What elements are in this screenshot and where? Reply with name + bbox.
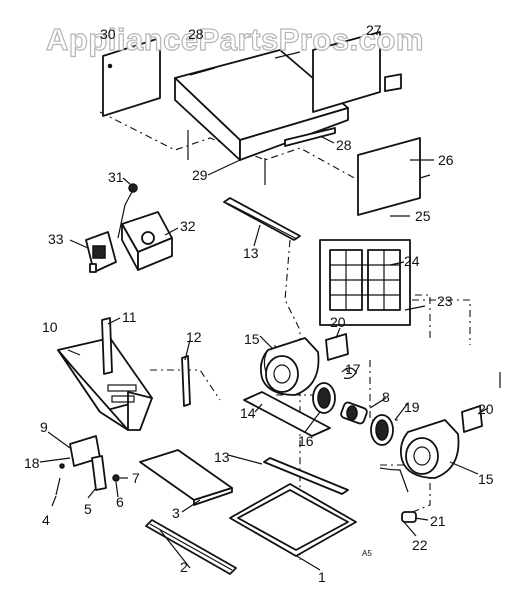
leader-lines [39,135,489,571]
part-label-28: 28 [336,137,352,153]
part-label-17: 17 [345,361,361,377]
part-number-labels: 30 28 27 28 29 26 31 25 32 33 13 24 23 1… [24,22,494,585]
part-label-9: 9 [40,419,48,435]
tray-1 [229,483,357,557]
part-label-1: 1 [318,569,326,585]
panel-30 [102,37,161,117]
blower-housing-right-15 [399,419,460,479]
part-label-8-motor: 8 [382,389,390,405]
part-label-19: 19 [404,399,420,415]
pads-20 [325,333,501,433]
part-label-15-right: 15 [478,471,494,487]
part-label-10: 10 [42,319,58,335]
part-label-4: 4 [42,512,50,528]
watermark: AppliancePartsPros.com [46,22,424,57]
part-label-13-upper: 13 [243,245,259,261]
part-label-32: 32 [180,218,196,234]
part-label-12: 12 [186,329,202,345]
part-label-25: 25 [415,208,431,224]
fan-wheels [312,382,394,446]
part-label-31: 31 [108,169,124,185]
grille-24 [319,239,411,326]
part-label-5: 5 [84,501,92,517]
part-label-6: 6 [116,494,124,510]
blower-housing-left-15 [259,337,320,396]
part-label-11: 11 [122,309,137,325]
part-label-2: 2 [180,559,188,575]
assembly-guide-lines [99,111,471,560]
part-label-20-right: 20 [478,401,494,417]
part-label-13-lower: 13 [214,449,230,465]
parts-31-32-33 [85,183,173,273]
part-label-28-top: 28 [188,26,204,42]
rail-2 [145,519,237,575]
base-plate-14 [243,391,331,437]
part-label-29: 29 [192,167,208,183]
fasteners-21-22 [379,467,417,523]
part-label-33: 33 [48,231,64,247]
part-label-23: 23 [437,293,453,309]
corner-mark: A5 [362,549,372,558]
part-label-15-left: 15 [244,331,260,347]
part-label-24: 24 [404,253,420,269]
part-label-7: 7 [132,470,140,486]
part-label-30: 30 [100,26,116,42]
part-label-21: 21 [430,513,446,529]
part-label-14: 14 [240,405,256,421]
rail-13-upper [223,197,301,241]
part-label-3: 3 [172,505,180,521]
hardware-4-to-9 [55,435,120,496]
cabinet-top-28-29 [174,49,349,185]
part-label-27: 27 [366,22,382,38]
part-label-16: 16 [298,433,314,449]
part-label-18: 18 [24,455,40,471]
panel-27 [312,31,381,113]
panel-26 [357,73,431,216]
control-box-10 [57,317,191,431]
part-label-20-left: 20 [330,314,346,330]
rail-13-lower [263,457,349,495]
part-label-26: 26 [438,152,454,168]
part-label-22: 22 [412,537,428,553]
